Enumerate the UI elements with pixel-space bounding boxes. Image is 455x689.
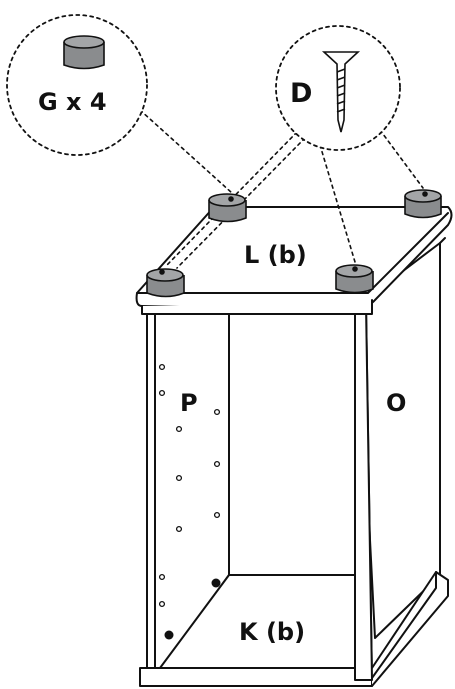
right-panel-edge (439, 237, 446, 244)
cabinet-interior (228, 311, 356, 576)
screw-icon (321, 51, 361, 133)
shelf-holes (158, 363, 221, 608)
leader-feet (139, 109, 233, 194)
top-panel-label: L (b) (244, 241, 307, 269)
bottom-plinth-edge (371, 571, 437, 679)
right-panel-label: O (386, 389, 406, 417)
foot-icon (63, 35, 105, 70)
foot-front-right (335, 264, 374, 294)
screw-part-label: D (290, 78, 312, 109)
foot-back-left (208, 193, 247, 223)
foot-back-right (404, 189, 442, 219)
feet-count-label: G x 4 (38, 88, 107, 116)
bottom-panel-front (139, 667, 373, 687)
top-panel-edge (136, 212, 449, 294)
bottom-right-plinth (371, 571, 449, 687)
bottom-panel-label: K (b) (239, 618, 305, 646)
left-panel-label: P (180, 389, 198, 417)
leader-screw-2 (319, 144, 356, 263)
cam-holes (164, 578, 221, 640)
leader-screw-3 (379, 129, 424, 189)
top-panel-underside (141, 299, 373, 315)
foot-front-left (146, 268, 185, 298)
callout-feet (6, 14, 148, 156)
